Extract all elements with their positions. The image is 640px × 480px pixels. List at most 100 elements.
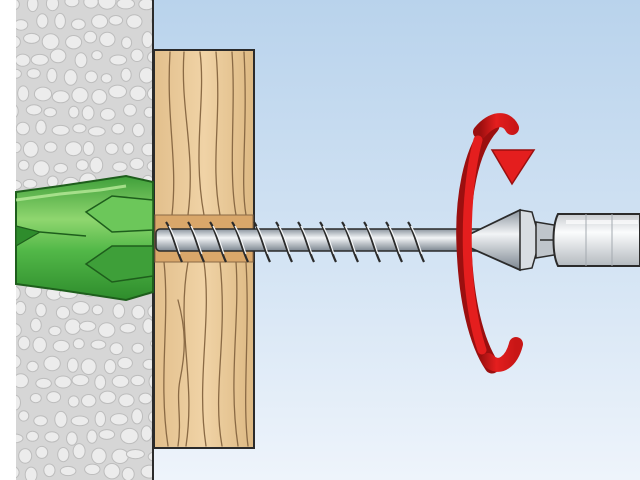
masonry-pebble (82, 141, 95, 156)
masonry-pebble (125, 449, 145, 460)
masonry-pebble (51, 124, 70, 136)
masonry-pebble (57, 447, 70, 463)
masonry-pebble (105, 142, 119, 155)
screw-thread-highlight (168, 225, 181, 255)
rotation-arrow (456, 113, 536, 374)
masonry-pebble (17, 335, 31, 351)
masonry-pebble (129, 157, 145, 170)
wall-left-edge (0, 0, 16, 480)
masonry-pebble (147, 51, 153, 64)
masonry-pebble (130, 374, 145, 387)
masonry-pebble (91, 50, 103, 61)
masonry-pebble (138, 392, 153, 405)
screw-thread-turn (385, 221, 403, 263)
masonry-pebble (70, 415, 90, 427)
masonry-pebble (83, 30, 98, 44)
masonry-pebble (123, 103, 137, 117)
masonry-pebble (132, 122, 145, 138)
masonry-pebble (112, 303, 126, 319)
masonry-pebble (91, 14, 109, 29)
masonry-pebble (91, 447, 107, 465)
screw-thread-turn (363, 221, 381, 263)
masonry-pebble (147, 304, 153, 319)
masonry-pebble (109, 413, 129, 426)
masonry-pebble (100, 73, 113, 84)
masonry-pebble (111, 122, 126, 135)
masonry-pebble (71, 87, 89, 104)
masonry-pebble (103, 463, 121, 480)
masonry-pebble (131, 408, 144, 425)
masonry-pebble (65, 35, 83, 50)
masonry-pebble (35, 445, 49, 459)
masonry-pebble (15, 121, 30, 136)
masonry-pebble (72, 443, 86, 460)
masonry-pebble (116, 0, 135, 10)
masonry-pebble (30, 317, 42, 333)
masonry-pebble (94, 374, 107, 390)
masonry-pebble (64, 141, 83, 157)
masonry-pebble (78, 320, 97, 332)
masonry-pebble (142, 358, 153, 370)
masonry-pebble (66, 431, 78, 446)
masonry-pebble (80, 358, 97, 376)
masonry-pebble (48, 325, 62, 337)
masonry-pebble (26, 360, 39, 373)
masonry-pebble (49, 48, 67, 64)
masonry-pebble (71, 374, 90, 387)
masonry-pebble (33, 86, 53, 102)
screw-thread-turn (231, 221, 249, 263)
masonry-pebble (54, 410, 68, 428)
masonry-pebble (83, 0, 99, 9)
masonry-pebble (54, 375, 72, 389)
masonry-pebble (146, 160, 153, 172)
masonry-pebble (22, 140, 39, 158)
masonry-pebble (53, 162, 69, 174)
masonry-pebble (84, 70, 98, 84)
masonry-pebble (71, 18, 86, 31)
masonry-pebble (81, 105, 95, 121)
masonry-pebble (74, 52, 88, 69)
masonry-pebble (142, 318, 153, 334)
screw-thread-turn (209, 221, 227, 263)
masonry-pebble (143, 106, 153, 118)
masonry-pebble (120, 67, 132, 82)
masonry-pebble (41, 33, 60, 50)
masonry-pebble (32, 336, 47, 354)
masonry-pebble (35, 377, 52, 389)
masonry-pebble (43, 463, 56, 478)
masonry-pebble (108, 14, 124, 26)
masonry-pebble (112, 161, 128, 172)
masonry-pebble (87, 126, 106, 137)
screw-thread-turn (297, 221, 315, 263)
masonry-pebble (141, 31, 153, 49)
masonry-pebble (67, 395, 80, 408)
rotation-arrow-front (473, 113, 523, 372)
masonry-pebble (121, 36, 133, 50)
masonry-pebble (26, 430, 39, 442)
screw-thread-highlight (190, 225, 203, 255)
masonry-pebble (46, 391, 62, 404)
masonry-pebble (66, 357, 79, 373)
screw-thread-highlight (388, 225, 401, 255)
masonry-pebble (120, 427, 139, 445)
masonry-pebble (131, 342, 145, 354)
masonry-pebble (111, 448, 129, 464)
masonry-pebble (51, 90, 70, 104)
masonry-pebble (43, 107, 58, 118)
masonry-pebble (22, 178, 38, 189)
screw-thread-turn (275, 221, 293, 263)
masonry-pebble (99, 108, 116, 121)
masonry-pebble (64, 0, 80, 8)
masonry-pebble (63, 69, 78, 86)
masonry-pebble (18, 448, 33, 464)
masonry-pebble (148, 411, 153, 424)
masonry-pebble (97, 0, 117, 10)
masonry-pebble (103, 359, 117, 375)
masonry-pebble (98, 429, 116, 440)
masonry-pebble (129, 85, 147, 102)
masonry-pebble (64, 318, 81, 335)
screw-thread (165, 221, 425, 263)
masonry-pebble (26, 68, 41, 79)
screw-thread-turn (165, 221, 183, 263)
